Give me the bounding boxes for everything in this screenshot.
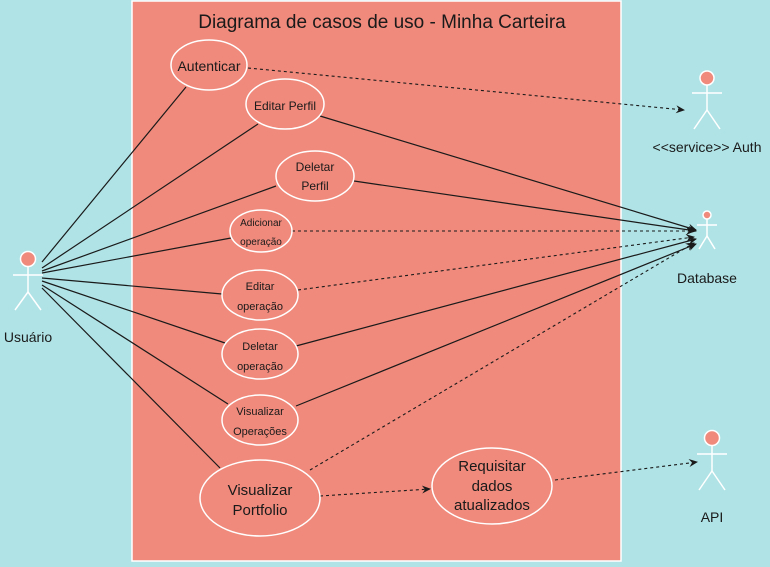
database-solid-links [295, 115, 697, 407]
actor-auth[interactable]: <<service>> Auth [653, 70, 762, 155]
use-case-deletar-operacao[interactable]: Deletar operação [221, 328, 299, 380]
use-case-label-line3: atualizados [454, 497, 530, 514]
use-case-label-line2: Operações [233, 426, 287, 438]
use-case-label-line1: Deletar [242, 341, 278, 353]
use-case-label-line2: Portfolio [232, 502, 287, 519]
use-case-label-line1: Editar [246, 281, 275, 293]
use-case-label-line2: operação [237, 301, 283, 313]
assoc-deletar-perfil [41, 185, 277, 272]
assoc-adicionar-operacao [41, 237, 232, 274]
use-case-label-line1: Deletar [296, 160, 335, 174]
actor-label: Usuário [4, 329, 52, 345]
assoc-editar-operacao [41, 277, 223, 295]
diagram-title: Diagrama de casos de uso - Minha Carteir… [198, 12, 566, 33]
assoc-autenticar [41, 86, 187, 263]
stick-figure-icon [13, 250, 43, 311]
use-case-label-line1: Visualizar [228, 482, 293, 499]
use-case-label-line1: Requisitar [458, 458, 526, 475]
link-deletar-perfil-database [353, 180, 697, 234]
link-visualizar-operacoes-database [295, 243, 697, 407]
link-editar-perfil-database [319, 115, 697, 232]
use-case-label-line1: Visualizar [236, 406, 284, 418]
dep-editar-operacao-database [297, 234, 695, 291]
actor-label: API [701, 509, 724, 525]
dep-portfolio-requisitar [319, 485, 431, 497]
assoc-visualizar-portfolio [41, 287, 221, 469]
actor-api[interactable]: API [697, 429, 727, 526]
actor-label: <<service>> Auth [653, 139, 762, 155]
use-cases: Autenticar Editar Perfil Deletar Perfil … [170, 39, 553, 537]
use-case-visualizar-operacoes[interactable]: Visualizar Operações [221, 394, 299, 446]
dep-visualizar-portfolio-database [309, 242, 695, 471]
use-case-label-line2: operação [240, 237, 282, 248]
usuario-associations [41, 86, 277, 469]
use-case-requisitar-dados[interactable]: Requisitar dados atualizados [431, 447, 553, 525]
actor-usuario[interactable]: Usuário [4, 250, 52, 346]
stick-figure-icon [697, 210, 717, 250]
assoc-visualizar-operacoes [41, 284, 229, 405]
use-case-label-line1: Adicionar [240, 218, 282, 229]
stick-figure-icon [692, 70, 722, 130]
actor-database[interactable]: Database [677, 210, 737, 286]
use-case-visualizar-portfolio[interactable]: Visualizar Portfolio [199, 459, 321, 537]
assoc-editar-perfil [41, 123, 259, 269]
use-case-label-line2: Perfil [301, 179, 328, 193]
use-case-deletar-perfil[interactable]: Deletar Perfil [275, 150, 355, 202]
actor-label: Database [677, 270, 737, 286]
use-case-autenticar[interactable]: Autenticar [170, 39, 248, 91]
use-case-label: Editar Perfil [254, 99, 316, 113]
stick-figure-icon [697, 429, 727, 491]
dep-autenticar-auth [247, 67, 685, 114]
link-deletar-operacao-database [295, 237, 697, 347]
use-case-label: Autenticar [177, 58, 240, 74]
use-case-adicionar-operacao[interactable]: Adicionar operação [229, 209, 293, 253]
use-case-editar-perfil[interactable]: Editar Perfil [245, 78, 325, 130]
use-case-label-line2: dados [472, 478, 513, 495]
use-case-label-line2: operação [237, 361, 283, 373]
use-case-editar-operacao[interactable]: Editar operação [221, 269, 299, 321]
assoc-deletar-operacao [41, 280, 226, 344]
dashed-dependencies [247, 67, 698, 497]
